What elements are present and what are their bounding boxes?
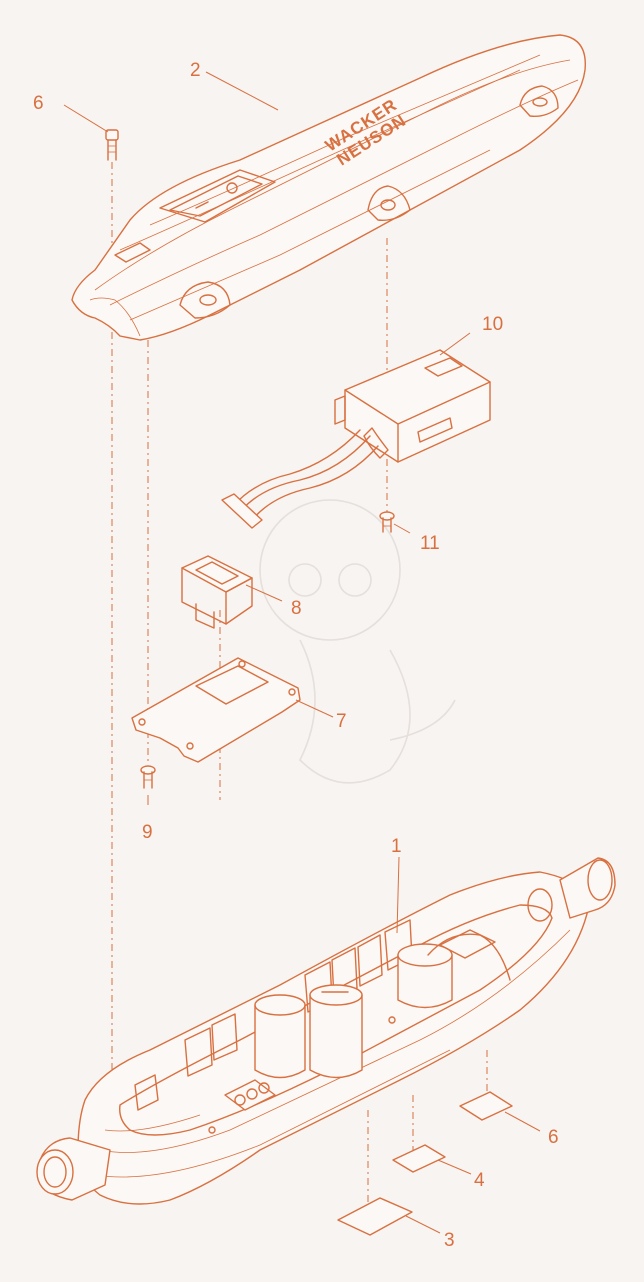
callout-10: 10	[482, 314, 503, 335]
callout-11: 11	[420, 533, 440, 554]
screw-part-9	[140, 765, 156, 789]
foot-pad-part-4	[392, 1144, 446, 1173]
screw-part-11	[379, 511, 395, 533]
foot-pads	[337, 1091, 513, 1236]
callout-labels: 6 2 10 11 8 7 9 1 6 4 3	[33, 60, 559, 1251]
watermark-mascot	[259, 499, 456, 784]
callout-6-top: 6	[33, 93, 44, 114]
gasket-plate-part	[131, 657, 301, 763]
rocker-switch-part	[181, 555, 253, 629]
callout-1: 1	[391, 836, 402, 857]
foot-pad-part-3	[337, 1197, 413, 1236]
callout-8: 8	[291, 598, 302, 619]
callout-6-bottom: 6	[548, 1127, 559, 1148]
control-module-part	[221, 349, 491, 529]
lower-housing-part	[36, 857, 616, 1205]
callout-3: 3	[444, 1230, 455, 1251]
callout-2: 2	[190, 60, 201, 81]
callout-9: 9	[142, 822, 153, 843]
screw-part-6-top	[105, 129, 119, 161]
foot-pad-part-6	[459, 1091, 513, 1121]
callout-4: 4	[474, 1170, 485, 1191]
top-cover-part: WACKER NEUSON	[71, 34, 586, 341]
callout-7: 7	[336, 711, 347, 732]
callout-leaders	[63, 71, 541, 1234]
